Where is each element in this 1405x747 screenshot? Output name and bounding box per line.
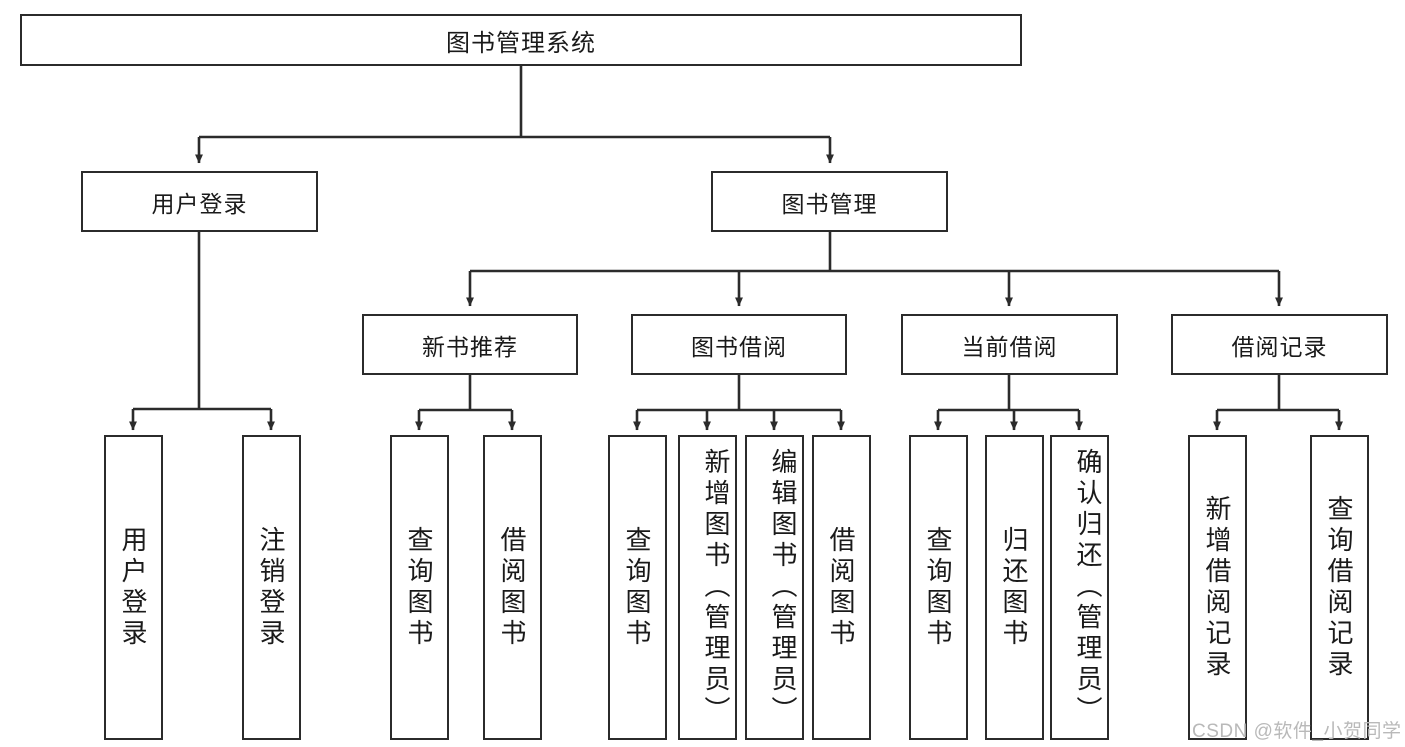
leaf-record-query[interactable]: 查询借阅记录 bbox=[1310, 435, 1369, 740]
leaf-current-confirm-return[interactable]: 确认归还（管理员） bbox=[1050, 435, 1109, 740]
leaf-record-add[interactable]: 新增借阅记录 bbox=[1188, 435, 1247, 740]
node-label: 图书借阅 bbox=[691, 333, 787, 360]
node-label: 查询图书 bbox=[622, 525, 652, 650]
leaf-new-book-query[interactable]: 查询图书 bbox=[390, 435, 449, 740]
leaf-user-login-signin[interactable]: 用户登录 bbox=[104, 435, 163, 740]
leaf-new-book-borrow[interactable]: 借阅图书 bbox=[483, 435, 542, 740]
node-label: 新增图书（管理员） bbox=[701, 448, 731, 727]
node-label: 用户登录 bbox=[151, 190, 248, 217]
node-borrow-record[interactable]: 借阅记录 bbox=[1171, 314, 1388, 375]
watermark-label: CSDN @软件_小贺同学 bbox=[1192, 721, 1402, 742]
node-label: 归还图书 bbox=[999, 525, 1029, 650]
leaf-borrow-query-book[interactable]: 查询图书 bbox=[608, 435, 667, 740]
node-new-book-recommend[interactable]: 新书推荐 bbox=[362, 314, 578, 375]
node-user-login[interactable]: 用户登录 bbox=[81, 171, 318, 232]
node-label: 查询图书 bbox=[404, 525, 434, 650]
leaf-current-return-book[interactable]: 归还图书 bbox=[985, 435, 1044, 740]
leaf-current-query-book[interactable]: 查询图书 bbox=[909, 435, 968, 740]
node-book-management[interactable]: 图书管理 bbox=[711, 171, 948, 232]
leaf-borrow-borrow-book[interactable]: 借阅图书 bbox=[812, 435, 871, 740]
leaf-borrow-edit-book[interactable]: 编辑图书（管理员） bbox=[745, 435, 804, 740]
node-label: 注销登录 bbox=[256, 525, 286, 650]
node-label: 图书管理 bbox=[781, 190, 878, 217]
node-label: 编辑图书（管理员） bbox=[768, 448, 798, 727]
node-label: 新书推荐 bbox=[422, 333, 518, 360]
leaf-user-login-signout[interactable]: 注销登录 bbox=[242, 435, 301, 740]
node-current-borrow[interactable]: 当前借阅 bbox=[901, 314, 1118, 375]
node-label: 当前借阅 bbox=[961, 333, 1058, 360]
node-root-system[interactable]: 图书管理系统 bbox=[20, 14, 1022, 66]
node-label: 确认归还（管理员） bbox=[1073, 448, 1103, 727]
node-book-borrow[interactable]: 图书借阅 bbox=[631, 314, 847, 375]
leaf-borrow-add-book[interactable]: 新增图书（管理员） bbox=[678, 435, 737, 740]
node-label: 用户登录 bbox=[118, 525, 148, 650]
node-label: 借阅图书 bbox=[826, 525, 856, 650]
node-label: 查询借阅记录 bbox=[1324, 494, 1354, 681]
node-label: 查询图书 bbox=[923, 525, 953, 650]
node-label: 借阅图书 bbox=[497, 525, 527, 650]
node-label: 图书管理系统 bbox=[446, 29, 596, 57]
node-label: 借阅记录 bbox=[1231, 333, 1328, 360]
node-label: 新增借阅记录 bbox=[1202, 494, 1232, 681]
